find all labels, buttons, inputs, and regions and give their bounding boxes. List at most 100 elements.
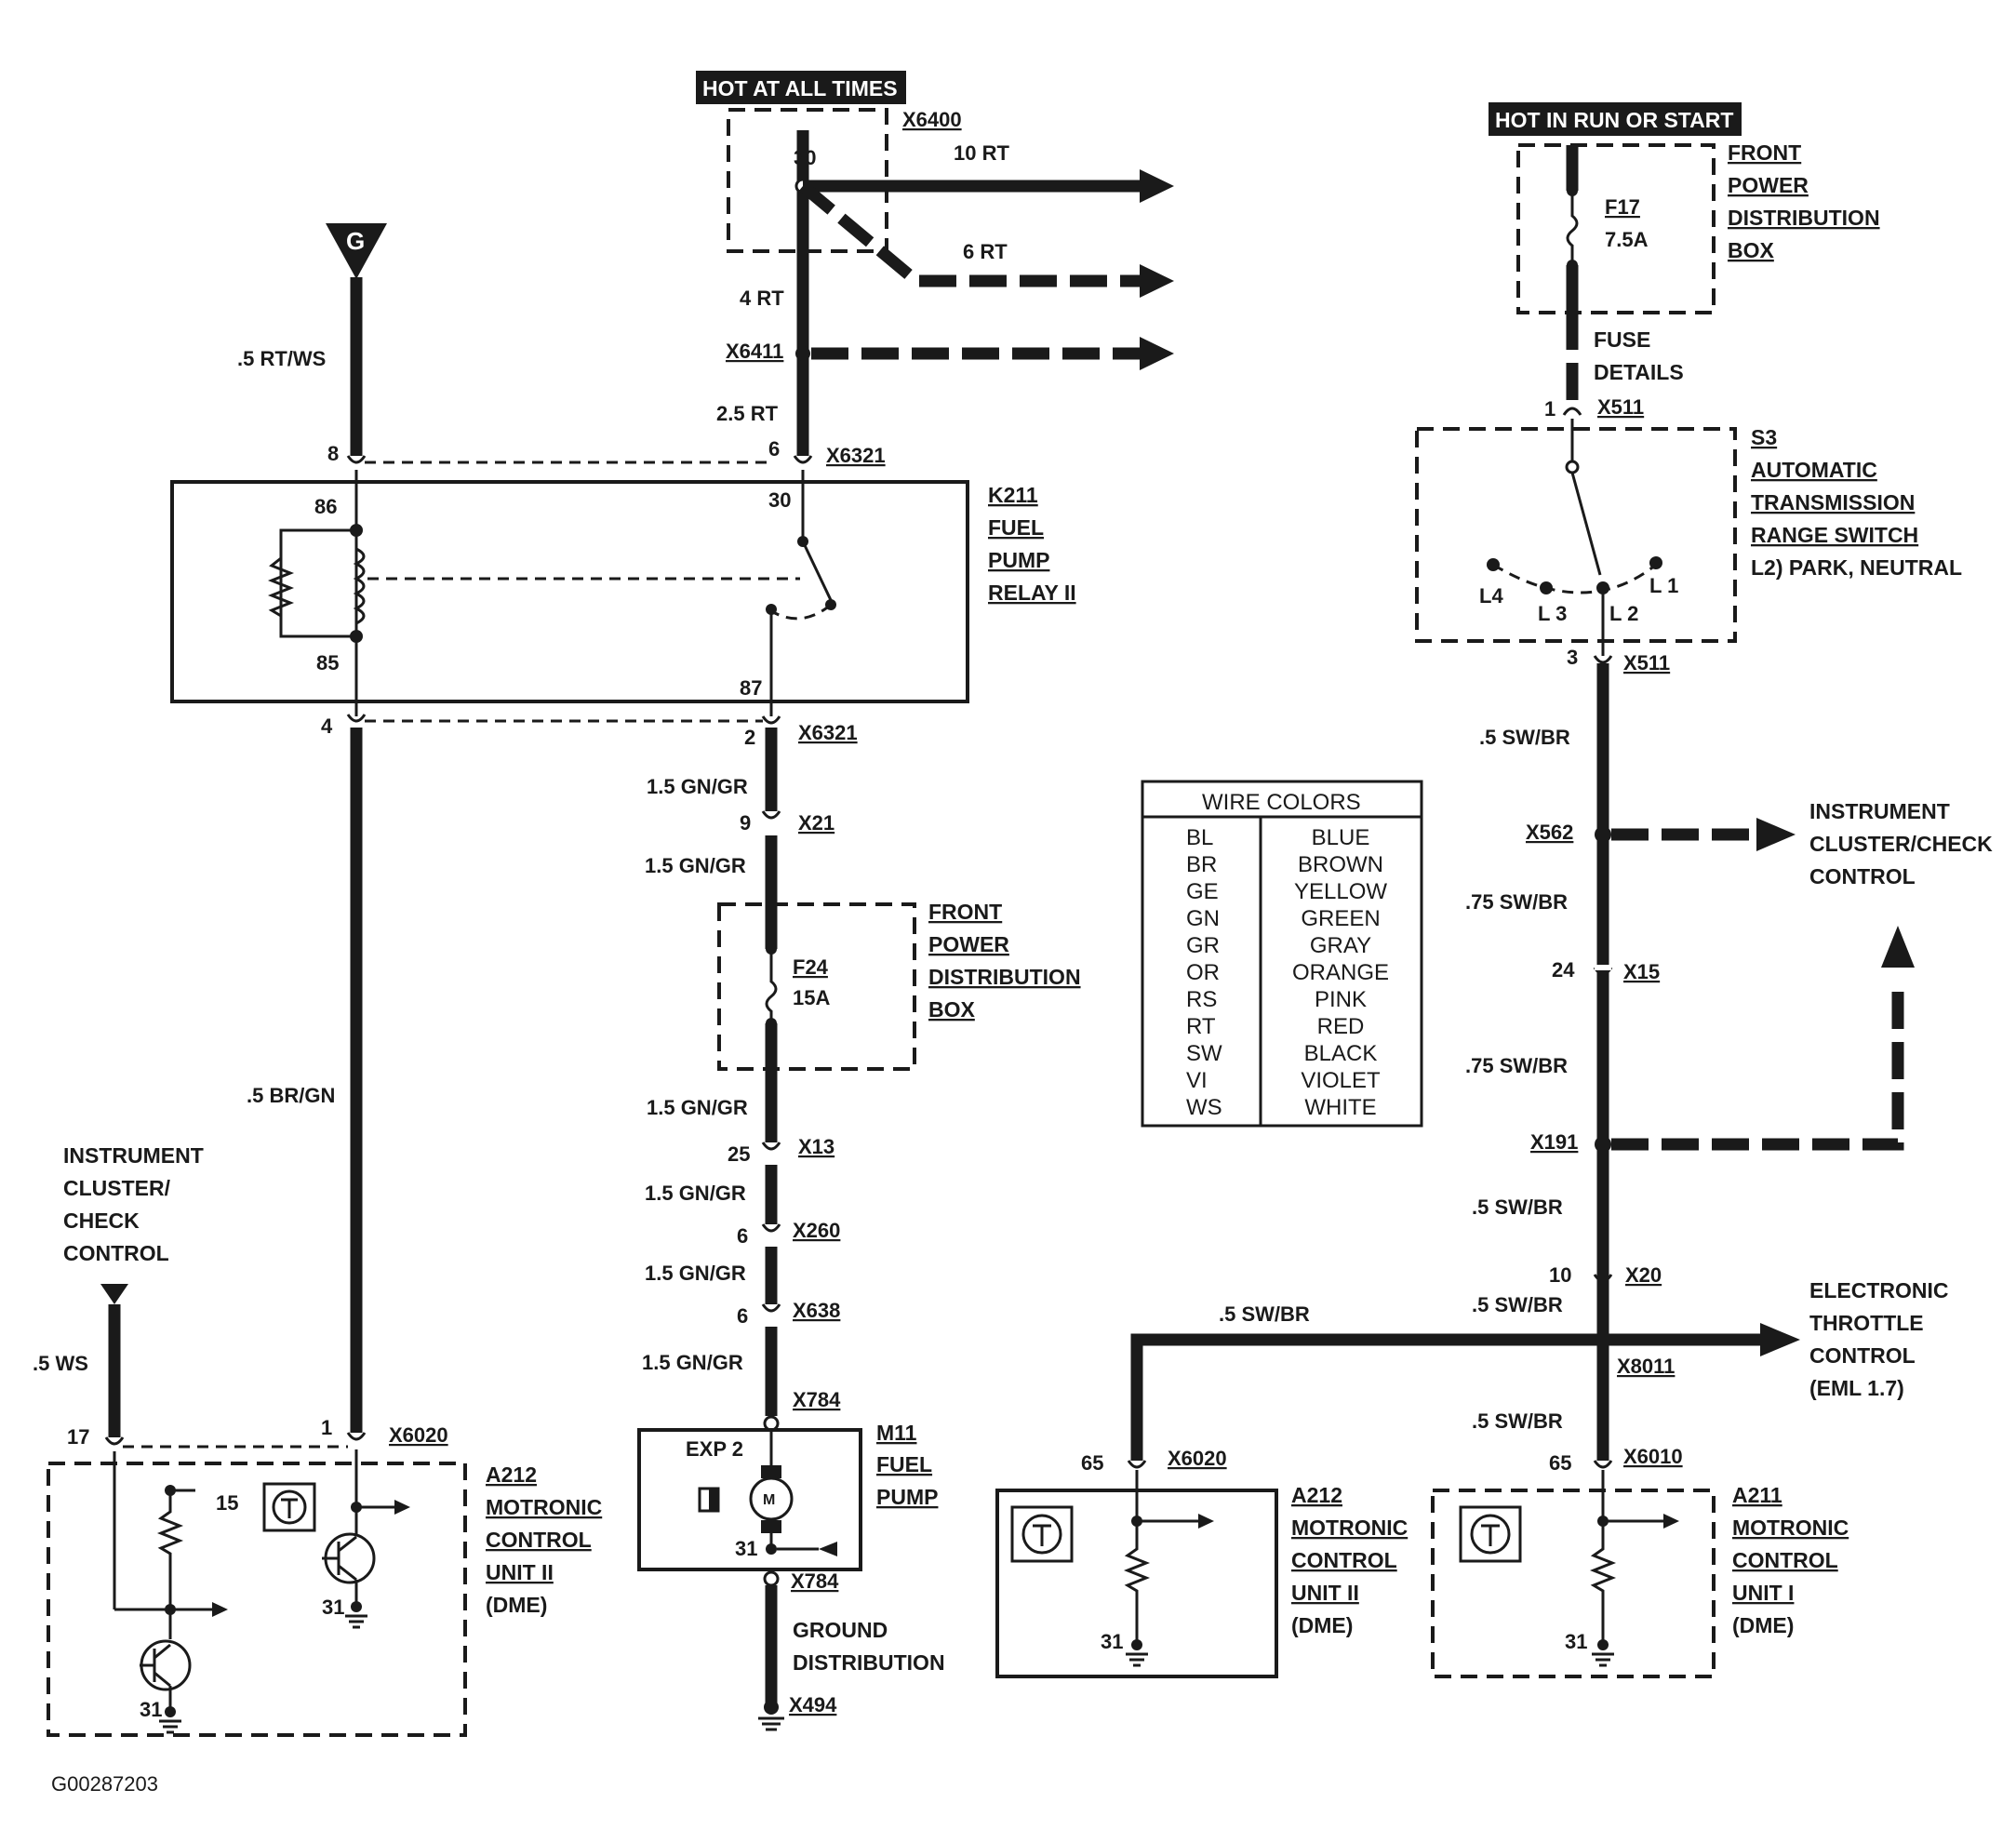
term-87: 87	[740, 676, 762, 700]
pump-motor-icon	[749, 1476, 794, 1521]
wire-color-name: RED	[1317, 1014, 1365, 1039]
x21-label: X21	[798, 811, 834, 835]
etc-label-4: (EML 1.7)	[1809, 1376, 1904, 1400]
s3-label-5: L2) PARK, NEUTRAL	[1751, 555, 1962, 580]
ground-g-label: G	[346, 227, 365, 255]
fuse-f17	[1566, 191, 1579, 265]
m11-term-31: 31	[735, 1537, 757, 1560]
wire-color-name: ORANGE	[1292, 960, 1389, 985]
fpdb1-label-4: BOX	[1728, 238, 1775, 262]
pin-3: 3	[1567, 646, 1578, 669]
wire-label-swbr-2: .5 SW/BR	[1472, 1195, 1563, 1219]
fuse-details-1: FUSE	[1594, 327, 1650, 352]
a212-label-1: A212	[486, 1462, 537, 1487]
pin-25: 25	[728, 1142, 750, 1166]
pin-6: 6	[768, 437, 780, 461]
wire-label-6rt: 6 RT	[963, 240, 1008, 263]
etc-label-3: CONTROL	[1809, 1343, 1916, 1368]
fpdb2-label-2: POWER	[928, 932, 1009, 956]
wire-label-gngr-2: 1.5 GN/GR	[645, 854, 746, 877]
wire-color-code: OR	[1186, 960, 1220, 985]
x6321-bot: X6321	[798, 721, 858, 744]
ground-dist-1: GROUND	[793, 1618, 888, 1642]
wire-label-rt-ws: .5 RT/WS	[237, 347, 326, 370]
ic-label-1: INSTRUMENT	[63, 1143, 204, 1168]
a212b-label-5: (DME)	[1291, 1613, 1353, 1637]
pin-24: 24	[1552, 958, 1575, 982]
wire-color-name: BROWN	[1298, 852, 1383, 877]
wire-label-gngr-1: 1.5 GN/GR	[647, 775, 748, 798]
ic-label-3: CHECK	[63, 1209, 140, 1233]
wire-color-name: PINK	[1315, 987, 1367, 1012]
wire-label-4rt: 4 RT	[740, 287, 784, 310]
wire-x191-branch	[1611, 982, 1904, 1151]
x638-label: X638	[793, 1299, 840, 1322]
a212-label-5: (DME)	[486, 1593, 547, 1617]
pin-4: 4	[321, 714, 333, 738]
wire-label-75swbr-2: .75 SW/BR	[1465, 1054, 1568, 1077]
exp2-label: EXP 2	[686, 1437, 743, 1461]
hot-at-all-times: HOT AT ALL TIMES	[702, 76, 898, 100]
wire-color-code: RT	[1186, 1014, 1216, 1039]
wire-color-code: GN	[1186, 906, 1220, 931]
wire-color-name: YELLOW	[1294, 879, 1387, 904]
a212-label-3: CONTROL	[486, 1528, 592, 1552]
wire-label-25rt: 2.5 RT	[716, 402, 779, 425]
ic-label-2: CLUSTER/	[63, 1176, 171, 1200]
m11-label-3: PUMP	[876, 1485, 938, 1509]
s3-label-4: RANGE SWITCH	[1751, 523, 1918, 547]
wire-label-gngr-5: 1.5 GN/GR	[645, 1262, 746, 1285]
s3-switch-box	[1415, 427, 1737, 643]
m11-label-2: FUEL	[876, 1452, 932, 1476]
wire-sw-br-branch	[1130, 1333, 1603, 1461]
pin-1: 1	[321, 1416, 332, 1439]
fpdb1-label-2: POWER	[1728, 173, 1809, 197]
ground-31a: 31	[140, 1698, 162, 1721]
a212-left-box	[47, 1462, 467, 1737]
pin-10: 10	[1549, 1263, 1571, 1287]
x511-bot: X511	[1623, 651, 1670, 674]
f24-amp: 15A	[793, 986, 830, 1009]
figure-id: G00287203	[51, 1772, 158, 1796]
x511-top: X511	[1597, 395, 1644, 419]
icc-label-1: INSTRUMENT	[1809, 799, 1950, 823]
wire-color-code: BR	[1186, 852, 1217, 877]
a211-label-1: A211	[1732, 1483, 1782, 1507]
pin-6b: 6	[737, 1224, 748, 1248]
wire-label-ws: .5 WS	[33, 1352, 88, 1375]
a212b-label-3: CONTROL	[1291, 1548, 1397, 1572]
m11-fuel-pump-box	[637, 1428, 862, 1571]
pin-17: 17	[67, 1425, 89, 1449]
wire-color-name: GREEN	[1301, 906, 1380, 931]
ground-g-symbol: G	[326, 223, 387, 279]
term-30: 30	[768, 488, 791, 512]
fpdb2-label-4: BOX	[928, 997, 976, 1022]
x6400-label: X6400	[902, 108, 962, 131]
ground-dist-2: DISTRIBUTION	[793, 1650, 945, 1675]
wire-color-code: BL	[1186, 825, 1213, 850]
etc-label-1: ELECTRONIC	[1809, 1278, 1949, 1302]
a211-box	[1431, 1489, 1716, 1678]
x6321-top: X6321	[826, 444, 886, 467]
connector-8	[346, 455, 367, 464]
term-86: 86	[314, 495, 337, 518]
relay-resistor-loop	[279, 528, 356, 638]
switch-l2: L 2	[1609, 602, 1638, 625]
ground-31d: 31	[1565, 1630, 1587, 1653]
wire-color-name: BLACK	[1304, 1041, 1378, 1066]
pin-1r: 1	[1544, 397, 1555, 421]
ecu-chip-icon-right	[1459, 1505, 1522, 1563]
x13-label: X13	[798, 1135, 834, 1158]
wire-color-code: SW	[1186, 1041, 1222, 1066]
x20-label: X20	[1625, 1263, 1662, 1287]
a212-label-4: UNIT II	[486, 1560, 554, 1584]
ground-31c: 31	[1101, 1630, 1123, 1653]
coil-symbol	[353, 547, 366, 625]
pin-15: 15	[216, 1491, 238, 1515]
wire-label-75swbr-1: .75 SW/BR	[1465, 890, 1568, 914]
x8011-label: X8011	[1617, 1355, 1675, 1378]
wire-color-code: GE	[1186, 879, 1219, 904]
a211-label-4: UNIT I	[1732, 1581, 1794, 1605]
ground-icon	[758, 1716, 784, 1731]
